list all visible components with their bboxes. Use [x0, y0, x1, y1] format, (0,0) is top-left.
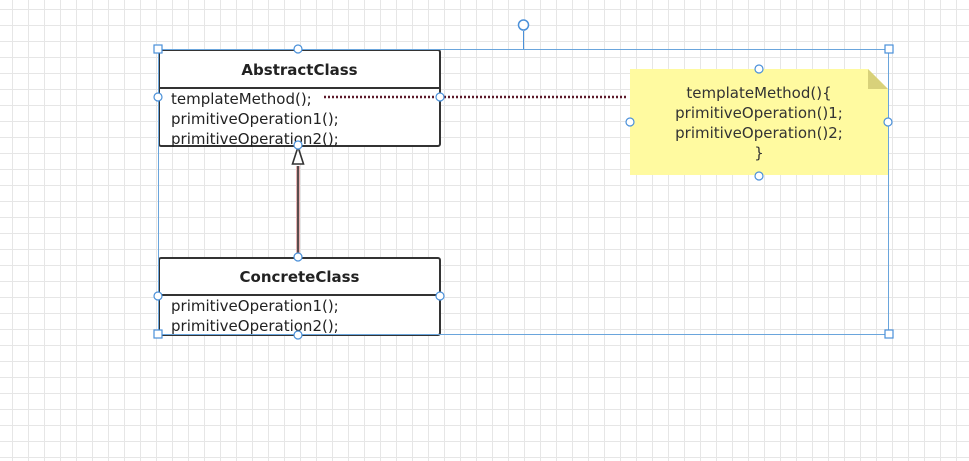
selection-handles[interactable] — [153, 44, 894, 339]
connection-point[interactable] — [435, 291, 445, 301]
resize-handle-se[interactable] — [884, 329, 894, 339]
concrete-class-name: ConcreteClass — [160, 259, 439, 296]
connection-point[interactable] — [293, 330, 303, 340]
note-line: primitiveOperation()1; — [675, 104, 843, 122]
connection-point[interactable] — [625, 117, 635, 127]
note-line: primitiveOperation()2; — [675, 124, 843, 142]
resize-handle-ne[interactable] — [884, 44, 894, 54]
connection-point[interactable] — [153, 291, 163, 301]
selection-box — [158, 49, 889, 335]
note-line: templateMethod(){ — [686, 84, 832, 102]
concrete-class-box[interactable]: ConcreteClass primitiveOperation1(); pri… — [158, 257, 441, 336]
connection-point[interactable] — [754, 64, 764, 74]
connection-point[interactable] — [754, 171, 764, 181]
connection-points[interactable] — [153, 44, 893, 340]
resize-handle-nw[interactable] — [153, 44, 163, 54]
sticky-note[interactable] — [630, 69, 888, 175]
connection-point[interactable] — [153, 92, 163, 102]
connection-point[interactable] — [435, 92, 445, 102]
note-text: templateMethod(){ primitiveOperation()1;… — [630, 83, 888, 163]
connection-point[interactable] — [293, 140, 303, 150]
connection-point[interactable] — [293, 44, 303, 54]
note-line: } — [754, 144, 764, 162]
abstract-class-name: AbstractClass — [160, 51, 439, 89]
method-template-method: templateMethod(); — [171, 90, 312, 108]
inheritance-arrowhead-icon — [291, 144, 305, 165]
concrete-class-methods: primitiveOperation1(); primitiveOperatio… — [160, 296, 439, 336]
connection-point[interactable] — [293, 252, 303, 262]
rotate-handle-icon[interactable] — [517, 19, 530, 31]
method-primitive-operation-1: primitiveOperation1(); — [171, 110, 339, 128]
resize-handle-sw[interactable] — [153, 329, 163, 339]
method-primitive-operation-2: primitiveOperation2(); — [171, 317, 339, 335]
method-primitive-operation-1: primitiveOperation1(); — [171, 297, 339, 315]
connection-point[interactable] — [883, 117, 893, 127]
